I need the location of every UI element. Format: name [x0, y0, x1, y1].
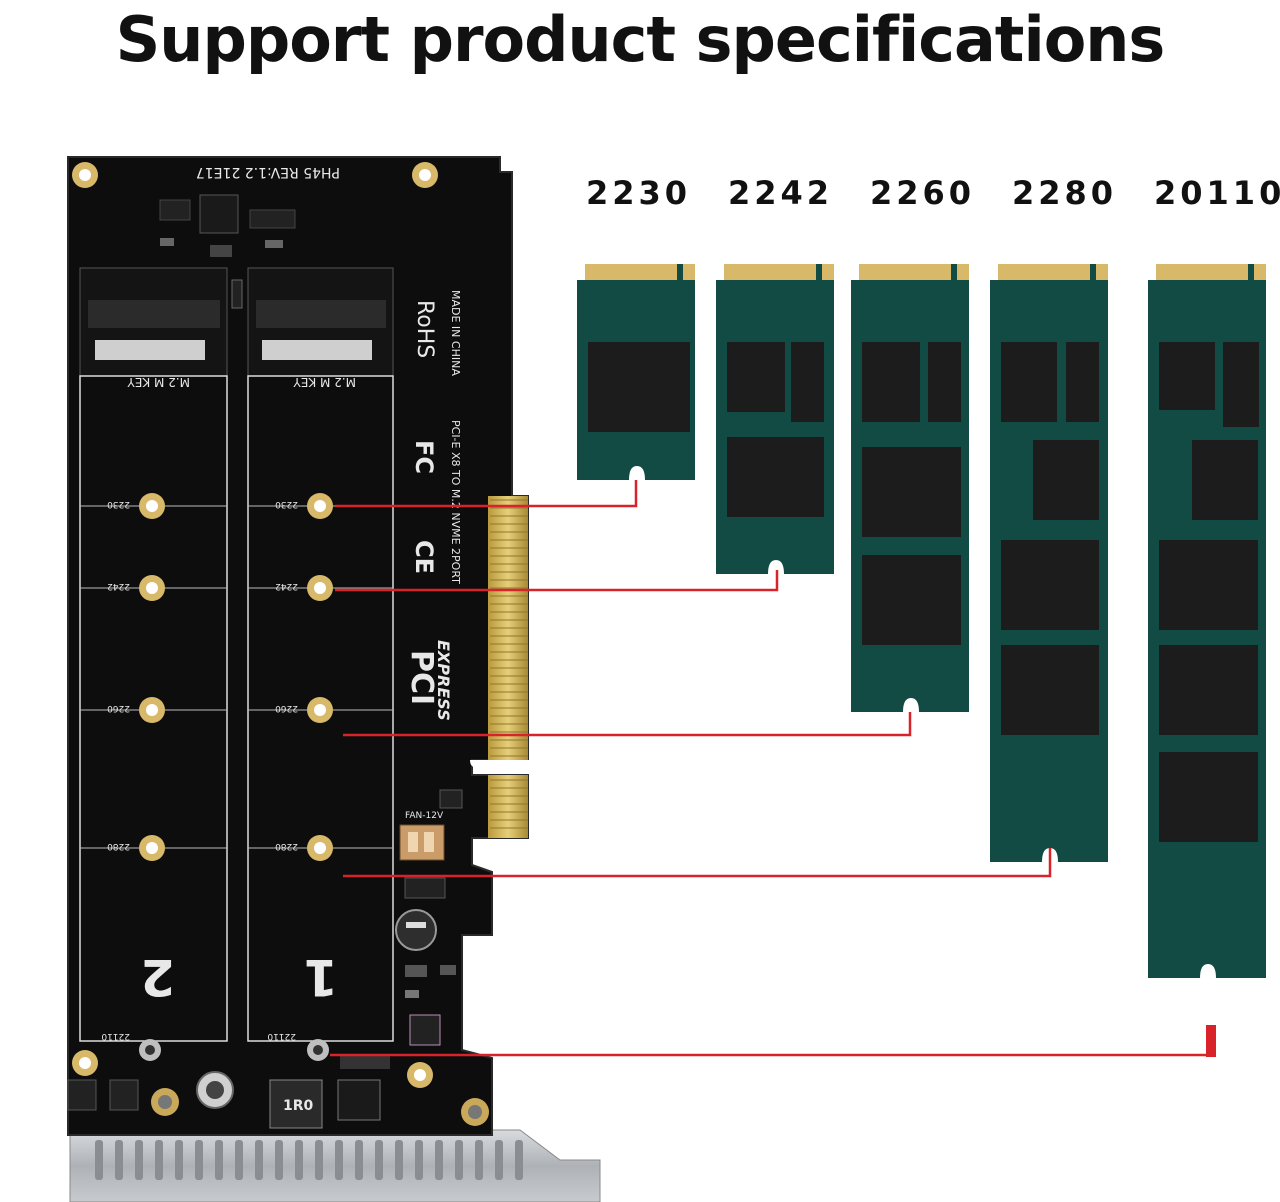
- ssd-chip: [1001, 645, 1099, 735]
- bracket-vent: [515, 1140, 523, 1180]
- bracket-vent: [335, 1140, 343, 1180]
- hole-label: 2242: [275, 581, 298, 591]
- ssd-chip: [862, 342, 920, 422]
- slot-label: M.2 M KEY: [127, 375, 190, 389]
- bracket-vent: [235, 1140, 243, 1180]
- inductor-label: 1R0: [283, 1098, 314, 1114]
- ce-mark: CE: [410, 540, 438, 574]
- made-in-text: MADE IN CHINA: [449, 290, 462, 376]
- ssd-chip: [1159, 540, 1258, 630]
- hole-label: 2280: [107, 841, 130, 851]
- bracket-vent: [495, 1140, 503, 1180]
- pci-express-text: EXPRESS: [434, 640, 453, 721]
- bracket-vent: [375, 1140, 383, 1180]
- bracket-vent: [355, 1140, 363, 1180]
- metal-bracket: [69, 1129, 601, 1202]
- ssd-2280: [990, 264, 1108, 862]
- ssd-chip: [1223, 342, 1259, 427]
- hole-label: 2230: [107, 499, 130, 509]
- rohs-mark: RoHS: [412, 300, 437, 358]
- bracket-vent: [455, 1140, 463, 1180]
- bracket-vent: [195, 1140, 203, 1180]
- size-label-2242: 2242: [728, 174, 833, 212]
- ssd-gold-contacts: [1156, 264, 1250, 280]
- ssd-chip: [862, 555, 961, 645]
- ssd-chip: [928, 342, 961, 422]
- fan-header: [399, 824, 445, 861]
- hole-label: 22110: [101, 1031, 130, 1041]
- ssd-chip: [1001, 342, 1057, 422]
- bracket-vent: [275, 1140, 283, 1180]
- connector-line: [335, 480, 638, 508]
- ssd-2230: [577, 264, 695, 480]
- connector-line: [343, 848, 1052, 878]
- inductor: [269, 1079, 323, 1129]
- ssd-gold-contacts: [998, 264, 1092, 280]
- ssd-chip: [862, 447, 961, 537]
- ssd-chip: [727, 437, 824, 517]
- ssd-chip: [1159, 752, 1258, 842]
- page-title: Support product specifications: [115, 3, 1166, 76]
- ssd-chip: [1033, 440, 1099, 520]
- ssd-chip: [1001, 540, 1099, 630]
- ssd-gold-contacts: [724, 264, 818, 280]
- bracket-vent: [215, 1140, 223, 1180]
- hole-label: 2242: [107, 581, 130, 591]
- port-number-1: 1: [303, 948, 338, 1006]
- ssd-2242: [716, 264, 834, 574]
- bracket-vent: [415, 1140, 423, 1180]
- m2-slot-2: M.2 M KEY: [79, 267, 228, 1042]
- bracket-vent: [115, 1140, 123, 1180]
- port-number-2: 2: [140, 948, 175, 1006]
- hole-label: 2230: [275, 499, 298, 509]
- ssd-chip: [1159, 342, 1215, 410]
- connector-line: [335, 570, 779, 592]
- ssd-20110: [1148, 264, 1266, 978]
- ssd-chip: [1159, 645, 1258, 735]
- m2-slot-1: M.2 M KEY: [247, 267, 394, 1042]
- ssd-cards: [577, 264, 1266, 978]
- ssd-gold-contacts: [859, 264, 953, 280]
- ssd-chip: [1192, 440, 1258, 520]
- connector-lines: [330, 480, 1216, 1057]
- bracket-vent: [95, 1140, 103, 1180]
- size-label-2230: 2230: [586, 174, 691, 212]
- bracket-vent: [295, 1140, 303, 1180]
- ssd-pcb: [716, 280, 834, 574]
- bracket-vent: [155, 1140, 163, 1180]
- ssd-2260: [851, 264, 969, 712]
- slot-label: M.2 M KEY: [293, 375, 356, 389]
- ssd-gold-contacts: [585, 264, 679, 280]
- ssd-chip: [588, 342, 690, 432]
- bracket-vent: [315, 1140, 323, 1180]
- bracket-vent: [435, 1140, 443, 1180]
- board-model-text: PH45 REV:1.2 21E17: [196, 164, 340, 180]
- hole-label: 2260: [107, 703, 130, 713]
- size-label-2260: 2260: [870, 174, 975, 212]
- bracket-vent: [135, 1140, 143, 1180]
- pci-logo: PCI: [404, 650, 439, 705]
- capacitor-icon: [395, 909, 437, 951]
- hole-label: 22110: [267, 1031, 296, 1041]
- pcb-board: PH45 REV:1.2 21E17 M.2 M KEY M.2 M KEY 2: [67, 156, 530, 1136]
- bracket-vent: [255, 1140, 263, 1180]
- board-description: PCI-E X8 TO M.2 NVME 2PORT: [449, 420, 462, 584]
- bracket-vent: [475, 1140, 483, 1180]
- size-label-20110: 20110: [1154, 174, 1280, 212]
- bracket-vent: [175, 1140, 183, 1180]
- ssd-chip: [727, 342, 785, 412]
- ssd-chip: [1066, 342, 1099, 422]
- hole-label: 2260: [275, 703, 298, 713]
- connector-line: [343, 712, 912, 737]
- size-label-2280: 2280: [1012, 174, 1117, 212]
- hole-label: 2280: [275, 841, 298, 851]
- bracket-vent: [395, 1140, 403, 1180]
- fan-label: FAN-12V: [405, 811, 444, 821]
- ssd-chip: [791, 342, 824, 422]
- fc-mark: FC: [410, 440, 438, 474]
